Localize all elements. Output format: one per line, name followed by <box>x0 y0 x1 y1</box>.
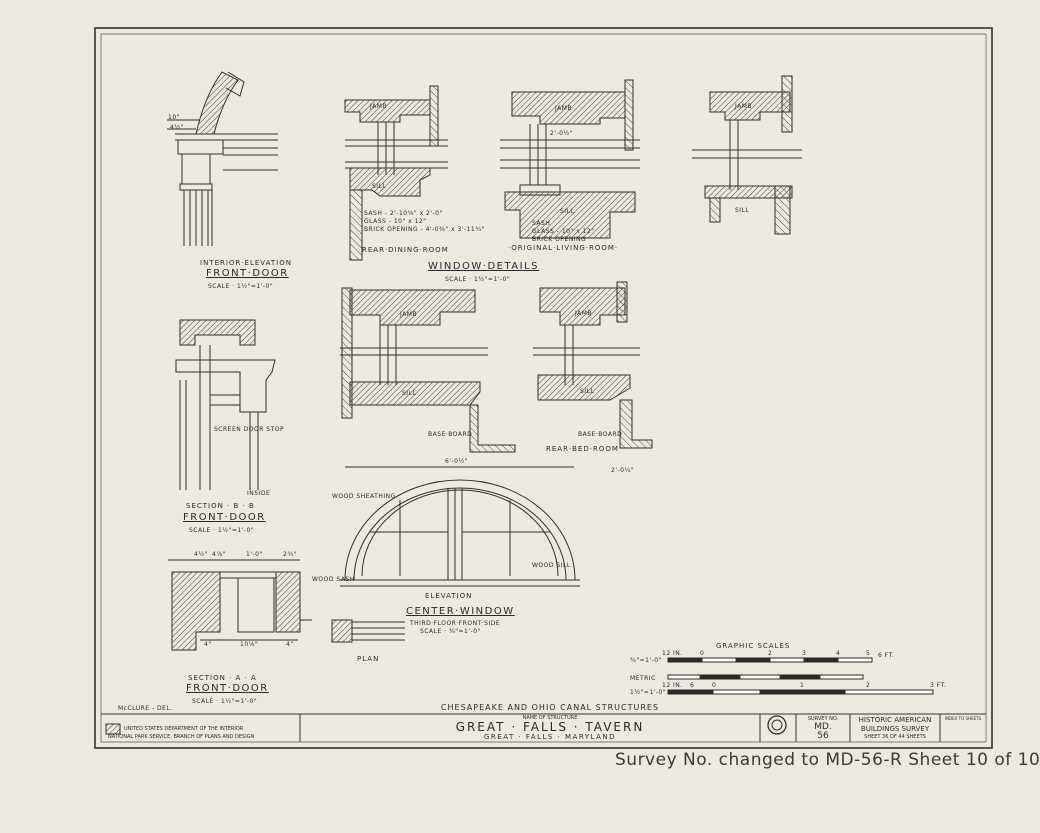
section-bb-scale: SCALE · 1½"=1'-0" <box>189 527 255 534</box>
sheet-count: SHEET 36 OF 44 SHEETS <box>864 734 926 740</box>
wood-sheathing-note: WOOD SHEATHING <box>332 493 396 500</box>
scale-row-3-tick: 1 <box>800 682 805 689</box>
habs-line-2: BUILDINGS SURVEY <box>860 725 930 733</box>
section-aa-dim-3: 1'-0" <box>246 551 263 558</box>
living-note-1: SASH <box>532 220 551 227</box>
scale-row-3-tick: 2 <box>866 682 871 689</box>
front-door-elevation-title: INTERIOR·ELEVATION <box>200 259 292 267</box>
section-aa-dim-7: 4" <box>286 641 294 648</box>
section-aa-dim-1: 4½" <box>194 551 208 558</box>
base-board-label: BASE·BOARD <box>428 431 473 438</box>
original-living-room-label: ·ORIGINAL·LIVING·ROOM· <box>508 244 619 252</box>
sill-label: SILL <box>402 390 417 397</box>
scale-row-2-label: METRIC <box>630 675 656 682</box>
base-board-label: BASE·BOARD <box>578 431 623 438</box>
jamb-label: JAMB <box>555 105 573 112</box>
section-aa-dim-6: 4" <box>204 641 212 648</box>
plan-label: PLAN <box>357 655 380 663</box>
front-door-dim-2: 4½" <box>170 124 184 131</box>
center-window-elevation-label: ELEVATION <box>425 592 473 600</box>
scale-row-1-tick: 0 <box>700 650 705 657</box>
center-window-dim: 6'-0½" <box>445 458 469 465</box>
section-bb-title: SECTION · B · B <box>186 502 255 510</box>
section-aa-dim-5: 10⅛" <box>240 641 259 648</box>
jamb-label: JAMB <box>575 310 593 317</box>
scale-row-1-tick: 2 <box>768 650 773 657</box>
front-door-dim-1: 10" <box>168 114 180 121</box>
living-room-dim: 2'-0½" <box>550 130 574 137</box>
scale-row-1-tick: 3 <box>802 650 807 657</box>
rear-bed-room-label: REAR·BED·ROOM <box>546 445 619 453</box>
section-aa-dim-4: 2¾" <box>283 551 297 558</box>
front-door-elevation-scale: SCALE · 1½"=1'-0" <box>208 283 274 290</box>
agency-line-2: NATIONAL PARK SERVICE, BRANCH OF PLANS A… <box>108 734 255 740</box>
sill-label: SILL <box>735 207 750 214</box>
scale-row-1-right: 6 FT. <box>878 652 895 659</box>
structure-name: GREAT · FALLS · TAVERN <box>455 720 645 734</box>
scale-row-3-right: 3 FT. <box>930 682 947 689</box>
section-bb-subtitle: FRONT·DOOR <box>183 512 266 523</box>
section-aa-dim-2: 4⅞" <box>212 551 226 558</box>
dining-note-1: SASH - 2'-10⅝" x 2'-0" <box>364 210 443 217</box>
project-name: CHESAPEAKE AND OHIO CANAL STRUCTURES <box>440 703 660 712</box>
center-window-subtitle: THIRD·FLOOR·FRONT·SIDE <box>410 620 501 627</box>
front-door-elevation-subtitle: FRONT·DOOR <box>206 268 289 279</box>
scale-row-1-left: 12 IN. <box>662 650 683 657</box>
scale-row-3-tick: 0 <box>712 682 717 689</box>
section-aa-title: SECTION · A · A <box>188 674 257 682</box>
scale-row-1-tick: 4 <box>836 650 841 657</box>
center-window-scale: SCALE · ¾"=1'-0" <box>420 628 481 635</box>
wood-sill-note: WOOD SILL <box>532 562 571 569</box>
inside-note: INSIDE <box>247 490 271 497</box>
section-aa-scale: SCALE · 1½"=1'-0" <box>192 698 258 705</box>
survey-number-2: 56 <box>817 731 829 741</box>
dining-note-2: GLASS - 10" x 12" <box>364 218 427 225</box>
scale-row-3-left: 12 IN. <box>662 682 683 689</box>
survey-number: MD. <box>814 722 832 732</box>
jamb-label: JAMB <box>400 311 418 318</box>
sill-label: SILL <box>580 388 595 395</box>
survey-no-label: SURVEY NO. <box>807 716 839 722</box>
agency-line-1: UNITED STATES DEPARTMENT OF THE INTERIOR <box>124 726 244 732</box>
structure-location: GREAT · FALLS · MARYLAND <box>484 733 616 741</box>
habs-line-1: HISTORIC AMERICAN <box>858 716 932 724</box>
sill-label: SILL <box>372 183 387 190</box>
jamb-label: JAMB <box>370 103 388 110</box>
rear-dining-room-label: REAR·DINING·ROOM <box>362 246 449 254</box>
window-dim: 2'-0¼" <box>611 467 635 474</box>
scale-row-3-tick: 6 <box>690 682 695 689</box>
wood-sash-note: WOOD SASH <box>312 576 355 583</box>
name-of-structure-label: NAME OF STRUCTURE <box>522 715 578 721</box>
living-note-3: BRICK OPENING <box>532 236 587 243</box>
living-note-2: GLASS - 10" x 12" <box>532 228 595 235</box>
sill-label: SILL <box>560 208 575 215</box>
center-window-title: CENTER·WINDOW <box>406 606 515 617</box>
index-to-sheets: INDEX TO SHEETS <box>944 716 982 721</box>
draftsman-credit: McCLURE - DEL. <box>118 705 173 712</box>
screen-door-stop-note: SCREEN DOOR STOP <box>214 426 285 433</box>
scale-row-1-tick: 5 <box>866 650 871 657</box>
window-details-title: WINDOW·DETAILS <box>428 261 540 272</box>
jamb-label: JAMB <box>735 103 753 110</box>
graphic-scales-title: GRAPHIC SCALES <box>716 642 791 650</box>
scale-row-3-label: 1½"=1'-0" <box>630 689 667 696</box>
dining-note-3: BRICK OPENING - 4'-0⅜" x 3'-11¾" <box>364 226 485 233</box>
handwritten-survey-note: Survey No. changed to MD-56-R Sheet 10 o… <box>615 750 1040 770</box>
scale-row-1-label: ¾"=1'-0" <box>630 657 662 664</box>
section-aa-subtitle: FRONT·DOOR <box>186 683 269 694</box>
window-details-scale: SCALE · 1½"=1'-0" <box>445 276 511 283</box>
